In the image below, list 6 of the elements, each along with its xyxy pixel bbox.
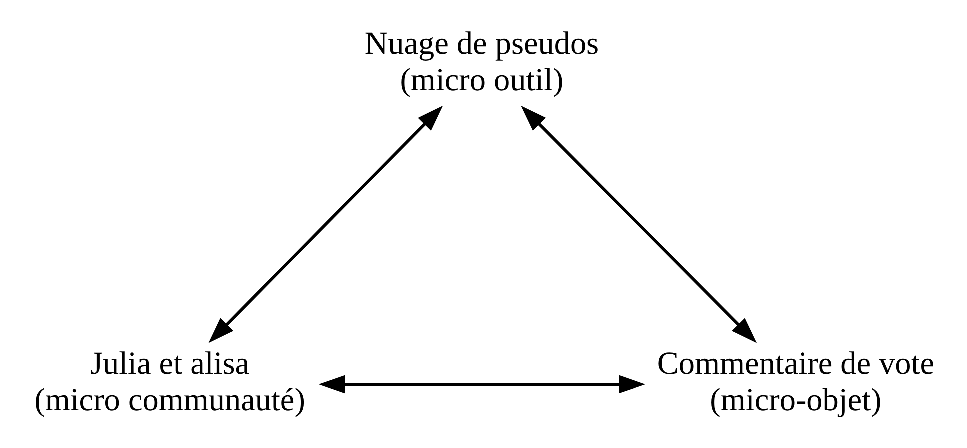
node-text: Julia et alisa (micro communauté) <box>34 344 305 417</box>
arrow <box>520 105 757 343</box>
node-text: Nuage de pseudos (micro outil) <box>364 24 599 97</box>
arrow <box>208 105 443 343</box>
node-text: Commentaire de vote (micro-objet) <box>656 344 934 417</box>
arrow <box>318 374 645 394</box>
